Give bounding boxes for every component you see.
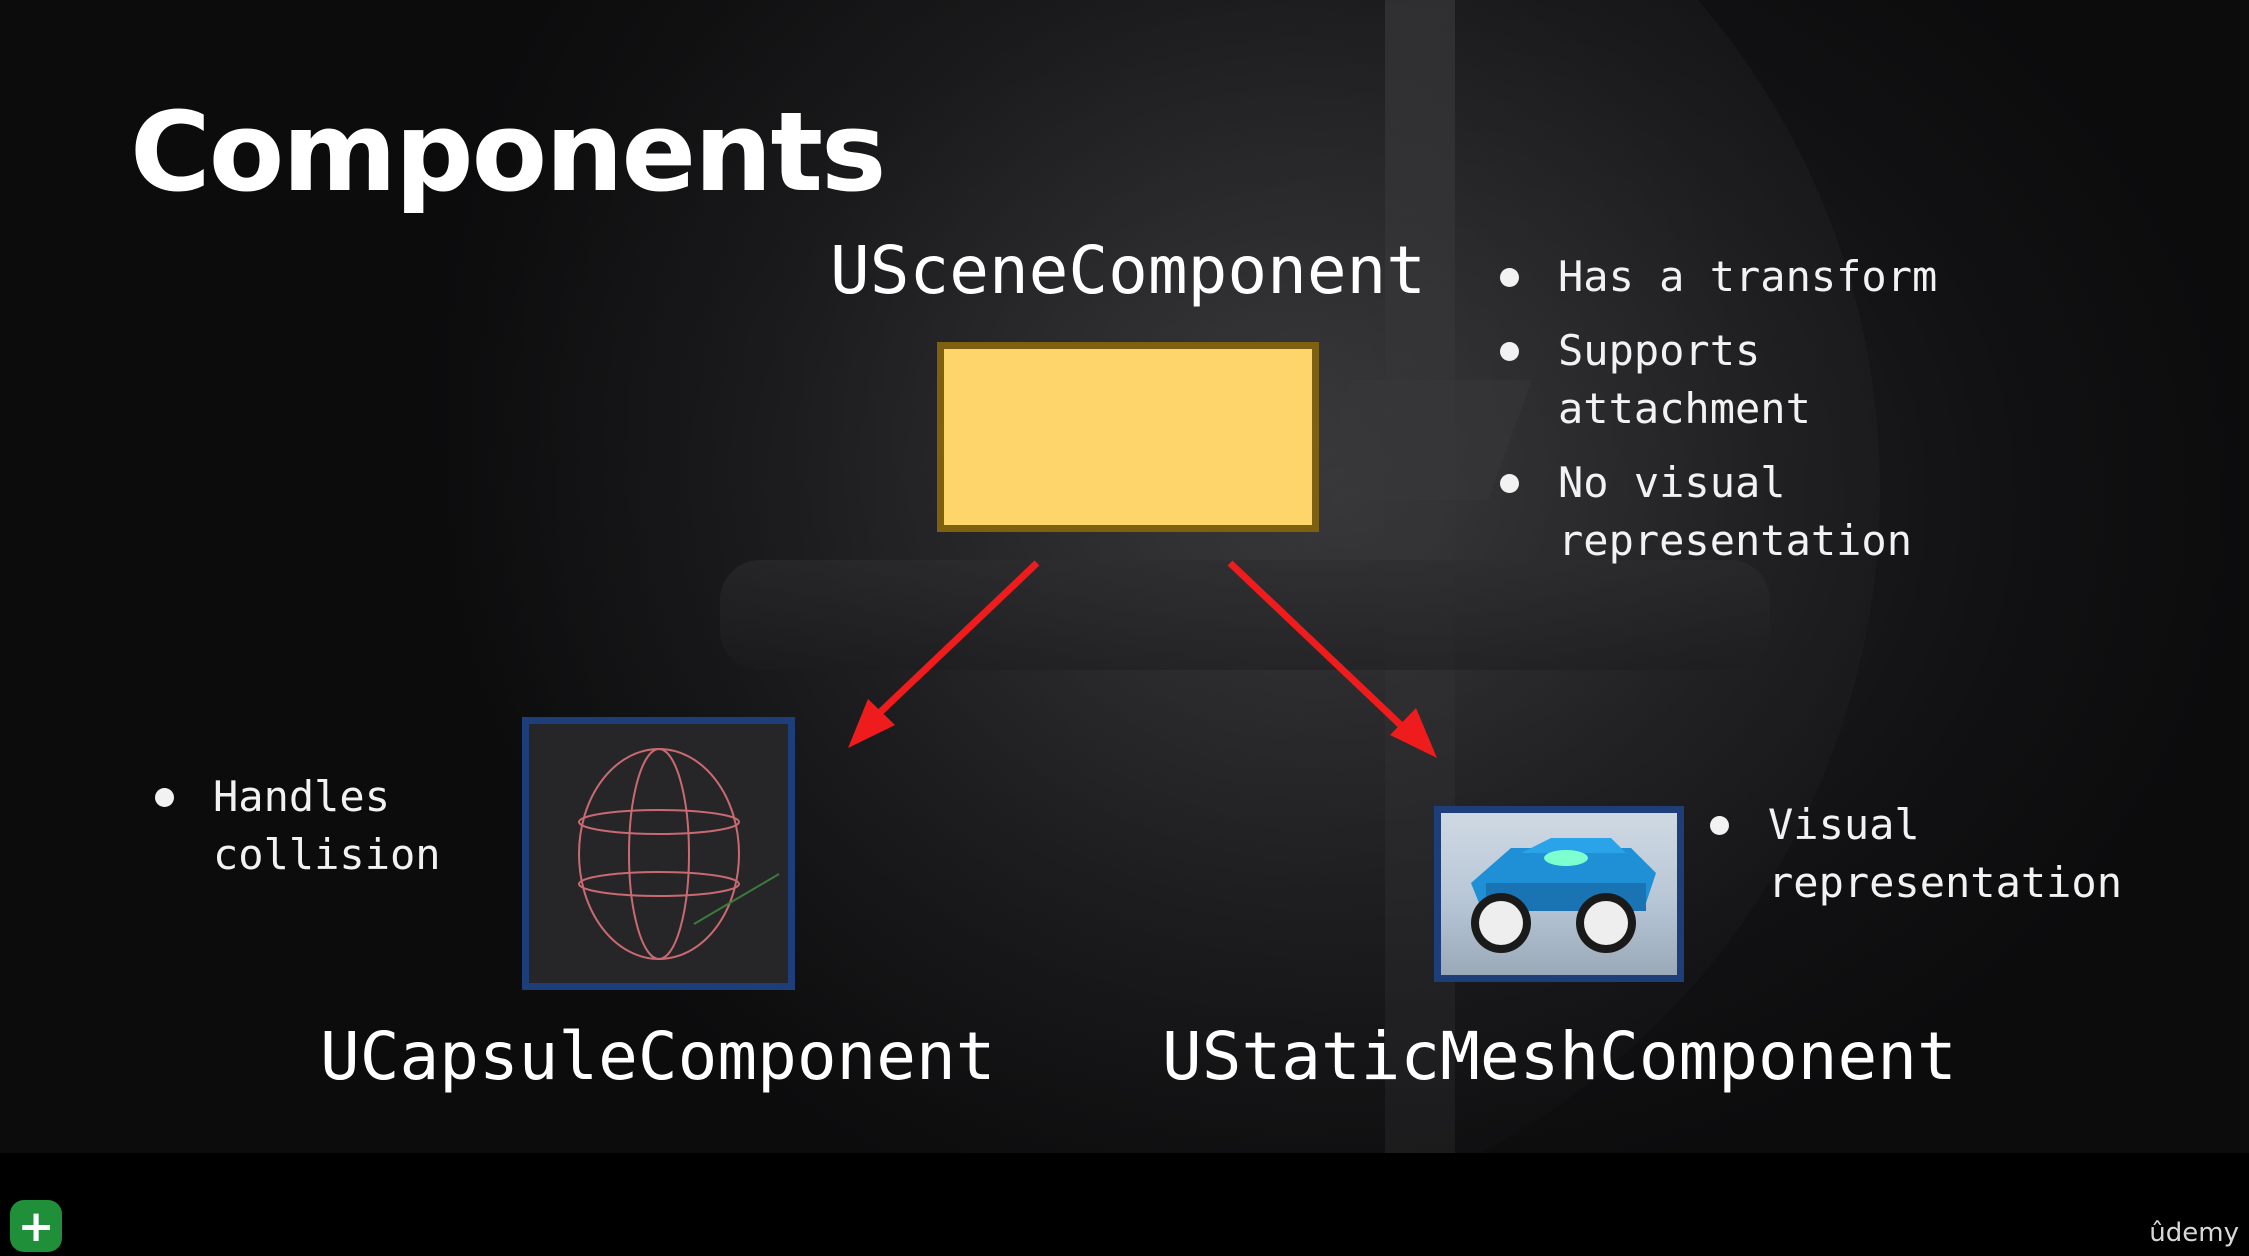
robot-vehicle-icon (1471, 838, 1656, 953)
bullet-text: Supports attachment (1558, 326, 1811, 433)
inheritance-arrows (848, 560, 1437, 758)
capsule-component-bullets: Handles collision (155, 768, 515, 900)
capsule-wireframe-icon (578, 748, 780, 960)
udemy-logo: ûdemy (2149, 1218, 2239, 1248)
bullet-item: No visual representation (1500, 454, 2020, 570)
arrow-to-mesh (1227, 560, 1411, 735)
bullet-text: Has a transform (1558, 252, 1938, 301)
arrow-head-mesh-icon (1390, 708, 1437, 758)
plus-icon[interactable]: + (10, 1200, 62, 1252)
slide: Components USceneComponent Has a transfo… (0, 0, 2249, 1153)
bullet-dot-icon (1500, 268, 1519, 287)
capsule-component-box (522, 717, 795, 990)
video-bottom-bar (0, 1153, 2249, 1256)
bullet-dot-icon (155, 788, 174, 807)
arrow-to-capsule (869, 560, 1040, 723)
bullet-item: Visual representation (1710, 796, 2230, 912)
bullet-text: Visual representation (1768, 800, 2123, 907)
capsule-component-label: UCapsuleComponent (320, 1018, 996, 1095)
bullet-dot-icon (1500, 474, 1519, 493)
scene-component-bullets: Has a transform Supports attachment No v… (1500, 248, 2020, 586)
scene-component-box (937, 342, 1319, 532)
bullet-item: Supports attachment (1500, 322, 2020, 438)
bullet-dot-icon (1500, 342, 1519, 361)
static-mesh-component-box (1434, 806, 1684, 982)
bullet-text: No visual representation (1558, 458, 1913, 565)
bullet-text: Handles collision (213, 772, 441, 879)
static-mesh-component-bullets: Visual representation (1710, 796, 2230, 928)
bullet-dot-icon (1710, 816, 1729, 835)
bullet-item: Has a transform (1500, 248, 2020, 306)
bullet-item: Handles collision (155, 768, 515, 884)
scene-component-label: USceneComponent (830, 232, 1427, 309)
static-mesh-component-label: UStaticMeshComponent (1162, 1018, 1957, 1095)
arrow-head-capsule-icon (848, 699, 895, 748)
slide-title: Components (130, 88, 887, 216)
